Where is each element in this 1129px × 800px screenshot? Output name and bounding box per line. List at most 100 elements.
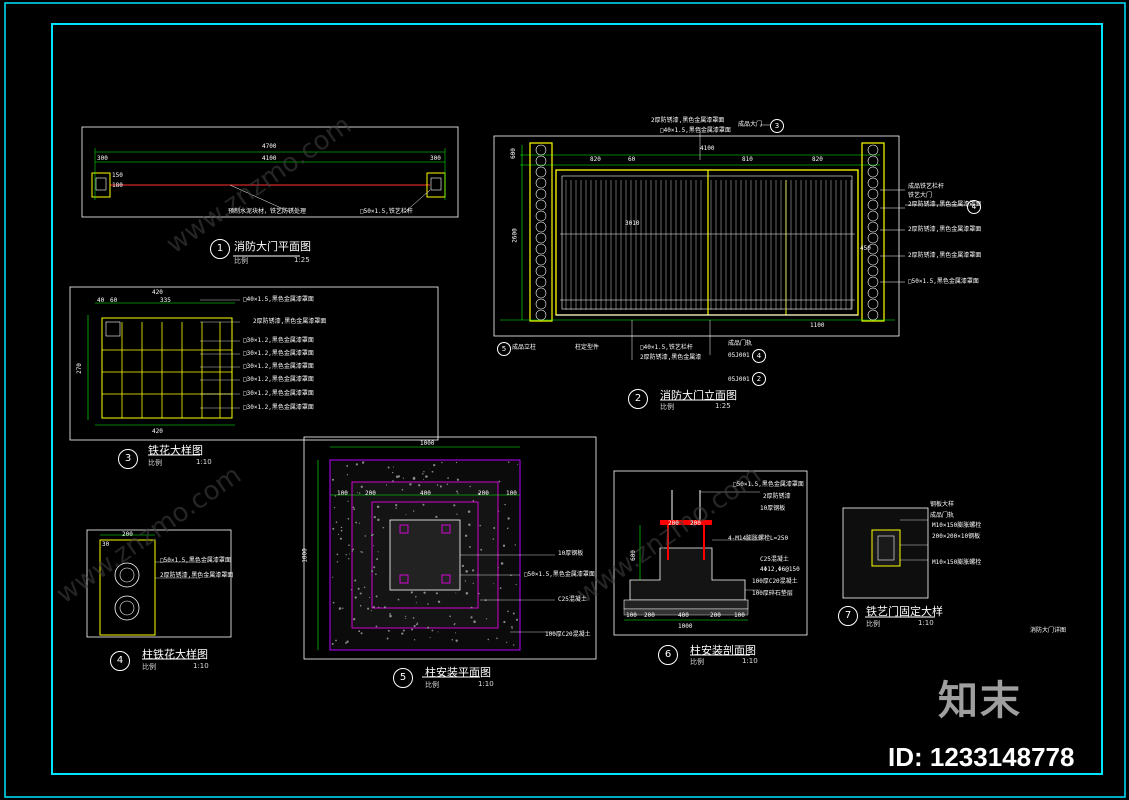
annotation-note: □50×1.5,黑色金属漆罩面 [160,557,231,564]
scale-label: 比例 [866,620,880,628]
scale-label: 比例 [660,403,674,411]
dim-text: 1000 [678,623,693,630]
drawing-3-iron-detail [69,286,439,441]
annotation-note: C25混凝土 [760,556,789,563]
dim-text: 100 [626,612,637,619]
annotation-note: 200×200×10钢板 [932,533,981,540]
annotation-note: 柱定型件 [575,344,600,351]
annotation-note: □50×1.5,铁艺栏杆 [360,208,413,215]
dim-text: 30 [102,541,110,548]
scale-value: 1:10 [742,657,758,665]
dim-text: 40 [97,297,105,304]
dim-text: 420 [152,289,163,296]
dim-text: 100 [734,612,745,619]
drawing-title: 柱铁花大样图 [142,648,208,661]
dim-text: 820 [590,156,601,163]
dim-text: 450 [860,245,871,252]
dim-text: 200 [644,612,655,619]
annotation-note: 铁艺大门 [908,192,933,199]
annotation-note: 100厚C20混凝土 [545,631,591,638]
dim-text: 100 [506,490,517,497]
dim-text: 180 [112,182,123,189]
callout-badge: 3 [770,119,784,133]
drawing-7-gate-fix [842,507,929,599]
ref-code: 05J001 [728,376,750,383]
drawing-number-badge: 5 [393,668,413,688]
ref-code: 05J001 [728,352,750,359]
annotation-note: □30×1.2,黑色金属漆罩面 [243,390,314,397]
callout-badge: 5 [497,342,511,356]
scale-value: 1:25 [294,256,310,264]
drawing-title: 消防大门立面图 [660,389,737,402]
dim-text: 300 [430,155,441,162]
annotation-note: □30×1.2,黑色金属漆罩面 [243,337,314,344]
annotation-note: 10厚钢板 [760,505,786,512]
annotation-note: 2厚防锈漆,黑色金属漆罩面 [651,117,725,124]
drawing-title: 柱安装剖面图 [690,644,756,657]
dim-text: 820 [812,156,823,163]
annotation-note: □50×1.5,黑色金属漆罩面 [733,481,804,488]
drawing-title: 消防大门平面图 [234,240,311,253]
callout-badge: 4 [967,200,981,214]
drawing-1-plan [81,126,459,218]
drawing-4-column-iron [86,529,232,638]
watermark-logo: 知末 [938,678,1022,724]
scale-label: 比例 [425,681,439,689]
annotation-note: 100厚C20混凝土 [752,578,798,585]
dim-text: 200 [365,490,376,497]
annotation-note: 2厚防锈漆,黑色金属漆罩面 [908,226,982,233]
annotation-note: □40×1.5,铁艺栏杆 [640,344,693,351]
dim-text: 300 [97,155,108,162]
annotation-note: 2厚防锈漆,黑色金属漆罩面 [253,318,327,325]
dim-text: 400 [678,612,689,619]
sheet-name: 消防大门详图 [1030,627,1067,634]
sheet-inner-border [51,23,1103,775]
annotation-note: 成品门轨 [930,512,955,519]
scale-label: 比例 [234,257,248,265]
drawing-title: 柱安装平面图 [425,666,491,679]
drawing-number-badge: 6 [658,645,678,665]
drawing-title: 铁花大样图 [148,444,203,457]
annotation-note: M10×150膨胀螺栓 [932,522,982,529]
dim-text: 600 [509,148,517,159]
annotation-note: □30×1.2,黑色金属漆罩面 [243,363,314,370]
scale-value: 1:10 [193,662,209,670]
annotation-note: □30×1.2,黑色金属漆罩面 [243,350,314,357]
annotation-note: 2厚防锈漆,黑色金属漆 [640,354,702,361]
scale-label: 比例 [690,658,704,666]
drawing-number-badge: 2 [628,389,648,409]
drawing-number-badge: 7 [838,606,858,626]
drawing-6-column-section [613,470,808,636]
annotation-note: 成品门轨 [728,340,753,347]
sheet-outer-border [4,2,1126,798]
dim-text: 1000 [420,440,435,447]
annotation-note: 2厚防锈漆,黑色金属漆罩面 [908,252,982,259]
dim-text: 1000 [301,548,309,563]
scale-value: 1:10 [478,680,494,688]
dim-text: 150 [112,172,123,179]
scale-value: 1:25 [715,402,731,410]
dim-text: 60 [110,297,118,304]
dim-text: 4700 [262,143,277,150]
watermark-id: ID: 1233148778 [888,742,1075,772]
annotation-note: □40×1.5,黑色金属漆罩面 [243,296,314,303]
annotation-note: □50×1.5,黑色金属漆罩面 [908,278,979,285]
scale-label: 比例 [148,459,162,467]
dim-text: 200 [122,531,133,538]
dim-text: 200 [478,490,489,497]
annotation-note: 10厚钢板 [558,550,584,557]
dim-text: 335 [160,297,171,304]
annotation-note: 2厚防锈漆,黑色金属漆罩面 [160,572,234,579]
annotation-note: 4Φ12,Φ6@150 [760,566,800,573]
drawing-title: 铁艺门固定大样 [866,605,943,618]
dim-text: 600 [629,550,637,561]
callout-badge: 2 [752,372,766,386]
annotation-note: □40×1.5,黑色金属漆罩面 [660,127,731,134]
annotation-note: 预制水泥块材，铁艺防锈处理 [228,208,307,215]
annotation-note: 2厚防锈漆,黑色金属漆罩面 [908,201,982,208]
annotation-note: □30×1.2,黑色金属漆罩面 [243,376,314,383]
dim-text: 4100 [262,155,277,162]
dim-text: 1100 [810,322,825,329]
dim-text: 400 [420,490,431,497]
dim-text: 100 [337,490,348,497]
